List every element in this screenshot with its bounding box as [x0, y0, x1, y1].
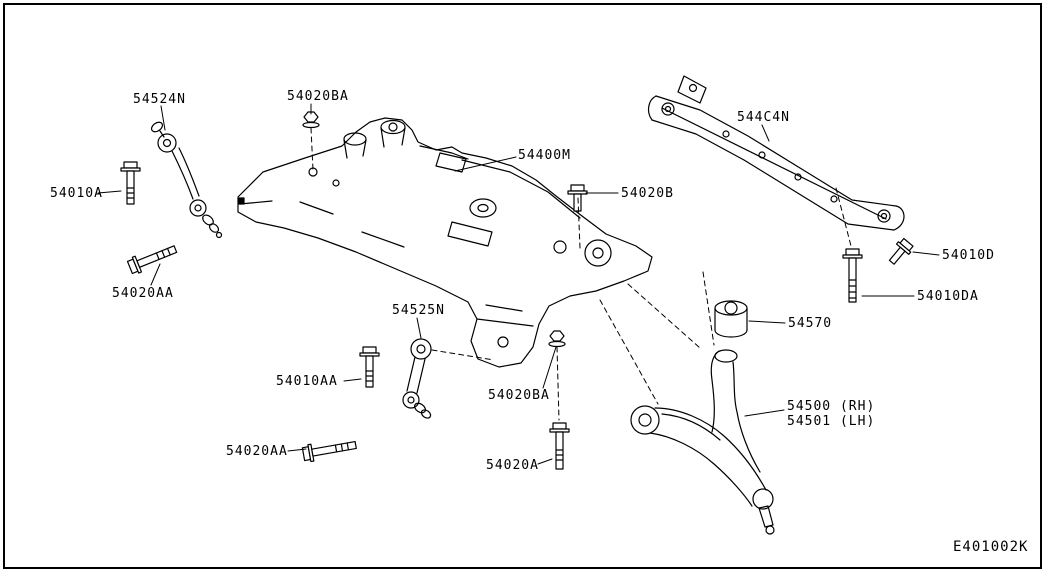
bushing-drawing — [714, 300, 748, 338]
bolt-54010A-drawing — [120, 161, 141, 205]
part-label-54010AA: 54010AA — [276, 374, 338, 389]
part-label-54500-RH: 54500 (RH) — [787, 399, 876, 414]
bolt-54010DA-drawing — [842, 248, 863, 303]
part-label-54020B: 54020B — [621, 186, 674, 201]
leader-lines — [97, 103, 940, 465]
part-label-54020BA-upper: 54020BA — [287, 89, 349, 104]
part-label-54010D: 54010D — [942, 248, 995, 263]
drawing-code: E401002K — [953, 539, 1029, 555]
bolt-54010D-drawing — [888, 237, 914, 265]
diagram-border — [3, 3, 1042, 569]
part-label-54501-LH: 54501 (LH) — [787, 414, 876, 429]
stabilizer-link-drawing — [150, 121, 223, 239]
nut-54020BA-upper-drawing — [302, 111, 320, 129]
nut-54020BA-lower-drawing — [548, 330, 566, 348]
lower-control-arm-drawing — [630, 349, 775, 535]
part-label-54010DA: 54010DA — [917, 289, 979, 304]
front-brace-bar-drawing — [647, 75, 905, 231]
bolt-54020B-drawing — [567, 184, 588, 212]
bolt-54020AA-front-drawing — [126, 245, 178, 275]
connecting-link-drawing — [402, 338, 432, 419]
part-label-54020AA-bottom: 54020AA — [226, 444, 288, 459]
assembly-axis-dashed-lines — [310, 127, 852, 421]
bolt-54010AA-drawing — [359, 346, 380, 388]
part-label-54400M: 54400M — [518, 148, 571, 163]
part-label-54010A: 54010A — [50, 186, 103, 201]
bolt-54020AA-rear-drawing — [301, 440, 357, 463]
part-label-54020BA-lower: 54020BA — [488, 388, 550, 403]
bolt-54020A-drawing — [549, 422, 570, 470]
part-label-54525N: 54525N — [392, 303, 445, 318]
subframe-crossmember-drawing — [237, 117, 653, 368]
part-label-54020AA-left: 54020AA — [112, 286, 174, 301]
part-label-544C4N: 544C4N — [737, 110, 790, 125]
part-label-54020A: 54020A — [486, 458, 539, 473]
part-label-54570: 54570 — [788, 316, 833, 331]
part-label-54524N: 54524N — [133, 92, 186, 107]
